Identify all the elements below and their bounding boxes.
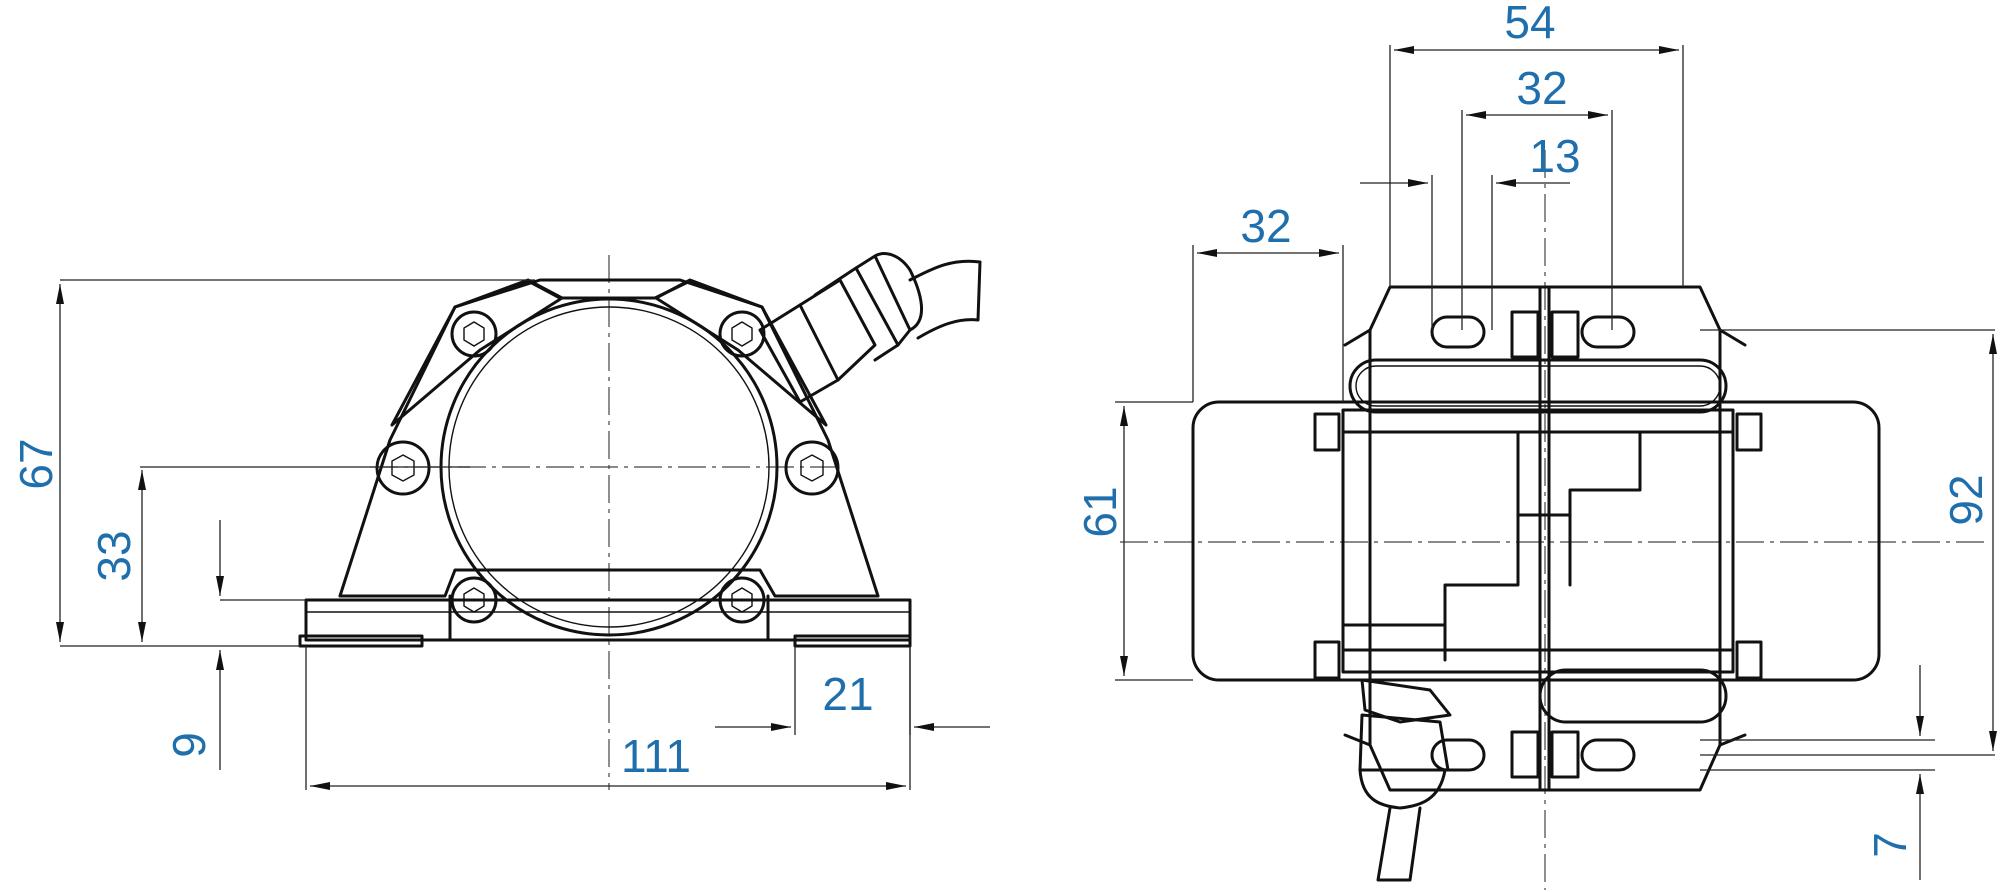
bolt-top-left bbox=[450, 310, 498, 358]
side-dimensions: 54 32 13 32 61 92 7 bbox=[1074, 0, 1997, 880]
left-arm bbox=[390, 278, 564, 427]
slot-top-right bbox=[1580, 315, 1636, 349]
dim-33: 33 bbox=[88, 530, 140, 581]
bolt-bottom-left bbox=[450, 576, 498, 624]
slot-bottom-left bbox=[1430, 738, 1486, 772]
dim-54: 54 bbox=[1504, 0, 1555, 48]
mounting-plate bbox=[1368, 285, 1722, 792]
side-view bbox=[1120, 150, 1990, 890]
bolt-bottom-right bbox=[718, 576, 766, 624]
dim-32-left: 32 bbox=[1240, 200, 1291, 252]
bottom-capsule bbox=[1538, 668, 1728, 724]
dim-21: 21 bbox=[822, 668, 873, 720]
right-arm bbox=[654, 278, 828, 427]
slot-bottom-right bbox=[1580, 738, 1636, 772]
bolt-mid-right bbox=[784, 440, 840, 496]
dim-92: 92 bbox=[1940, 474, 1992, 525]
cable-gland-side bbox=[1358, 678, 1452, 882]
dim-67: 67 bbox=[10, 438, 62, 489]
bolt-mid-left bbox=[375, 440, 431, 496]
front-dimensions: 67 33 9 21 111 bbox=[10, 279, 990, 790]
dim-9: 9 bbox=[163, 732, 215, 758]
top-capsule bbox=[1348, 358, 1728, 414]
front-view bbox=[298, 252, 982, 790]
bolt-top-right bbox=[718, 310, 766, 358]
dim-111: 111 bbox=[621, 730, 691, 782]
slot-top-left bbox=[1430, 315, 1486, 349]
base-plate bbox=[304, 598, 912, 642]
base-foot-right bbox=[793, 634, 912, 648]
dim-7: 7 bbox=[1864, 832, 1916, 858]
motor-body-side bbox=[1191, 400, 1881, 682]
dim-61: 61 bbox=[1074, 486, 1126, 537]
dim-13: 13 bbox=[1529, 130, 1580, 182]
dim-32-top: 32 bbox=[1516, 62, 1567, 114]
cable-gland bbox=[758, 252, 982, 404]
base-foot-left bbox=[298, 634, 424, 648]
